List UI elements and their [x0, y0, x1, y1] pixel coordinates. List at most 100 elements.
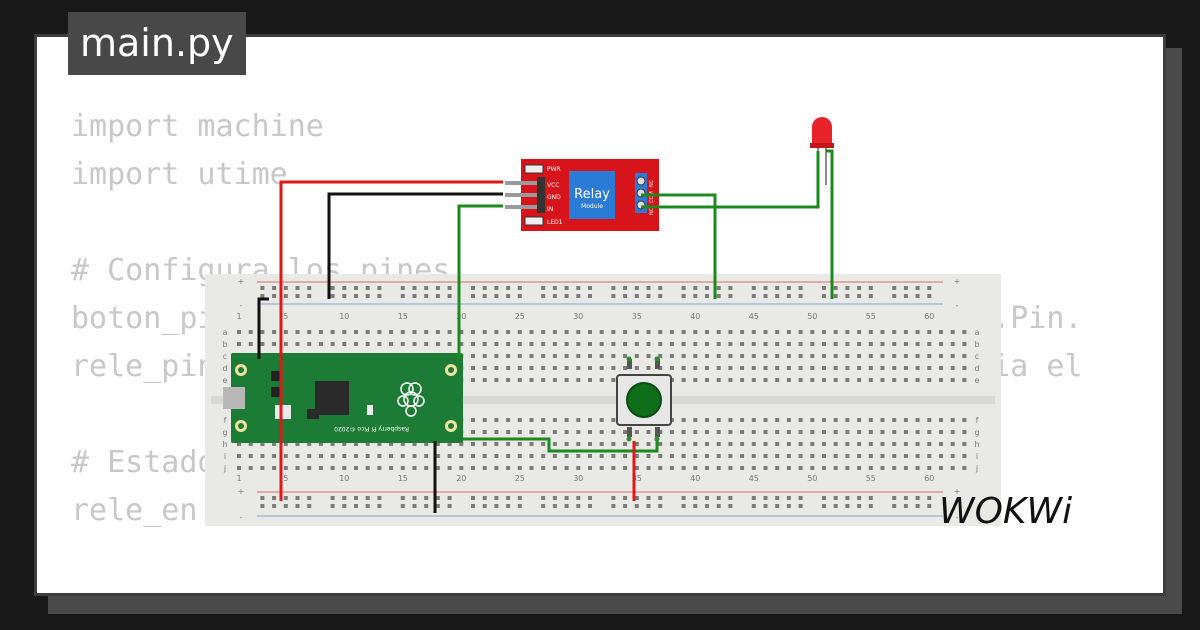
breadboard-hole: [260, 442, 265, 446]
breadboard-hole: [482, 294, 487, 298]
breadboard-hole: [857, 378, 862, 382]
breadboard-hole: [658, 294, 663, 298]
breadboard-hole: [915, 496, 920, 500]
breadboard-hole: [892, 496, 897, 500]
breadboard-hole: [857, 504, 862, 508]
breadboard-hole: [845, 294, 850, 298]
breadboard-hole: [810, 442, 815, 446]
breadboard-hole: [775, 430, 780, 434]
breadboard-hole: [330, 442, 335, 446]
breadboard-hole: [705, 294, 709, 298]
breadboard-hole: [541, 342, 546, 346]
raspberry-pi-pico[interactable]: Raspberry Pi Pico ©2020: [223, 351, 467, 445]
row-letter-right: j: [975, 464, 978, 473]
breadboard-hole: [751, 418, 756, 422]
breadboard-hole: [400, 442, 405, 446]
breadboard-hole: [903, 342, 908, 346]
breadboard-hole: [506, 442, 511, 446]
breadboard-hole: [669, 342, 674, 346]
breadboard-hole: [962, 418, 967, 422]
breadboard-hole: [576, 294, 581, 298]
breadboard-hole: [845, 342, 850, 346]
breadboard-hole: [623, 442, 628, 446]
breadboard-hole: [564, 442, 569, 446]
breadboard-hole: [494, 378, 499, 382]
rail-plus-sign: +: [954, 487, 961, 496]
breadboard-hole: [903, 430, 908, 434]
breadboard-hole: [693, 366, 698, 370]
usb-port: [223, 387, 245, 409]
breadboard-hole: [272, 496, 277, 500]
relay-module[interactable]: PWR VCC GND IN LED1 Relay Module NC COM …: [503, 157, 663, 233]
breadboard-hole: [471, 430, 475, 434]
breadboard-hole: [693, 378, 698, 382]
breadboard-hole: [950, 330, 955, 334]
breadboard-hole: [705, 342, 709, 346]
breadboard-hole: [915, 378, 920, 382]
breadboard-hole: [646, 430, 651, 434]
breadboard-hole: [728, 378, 733, 382]
breadboard-hole: [564, 366, 569, 370]
breadboard-hole: [798, 366, 803, 370]
breadboard-hole: [611, 430, 616, 434]
breadboard-hole: [775, 466, 780, 470]
breadboard-hole: [599, 442, 604, 446]
breadboard-hole: [529, 342, 534, 346]
breadboard-hole: [751, 442, 756, 446]
breadboard-hole: [400, 342, 405, 346]
pushbutton[interactable]: [615, 353, 675, 445]
breadboard-hole: [588, 496, 592, 500]
breadboard-hole: [810, 378, 815, 382]
breadboard-hole: [588, 418, 592, 422]
wire-gnd: [327, 192, 503, 299]
breadboard-hole: [506, 418, 511, 422]
breadboard-hole: [517, 496, 522, 500]
breadboard-hole: [763, 378, 768, 382]
breadboard-hole: [868, 442, 873, 446]
row-letter-right: a: [975, 328, 980, 337]
breadboard-hole: [237, 342, 241, 346]
breadboard-hole: [775, 342, 780, 346]
breadboard-hole: [763, 504, 768, 508]
breadboard-hole: [482, 504, 487, 508]
breadboard-hole: [962, 466, 967, 470]
breadboard-hole: [506, 354, 511, 358]
breadboard-hole: [330, 466, 335, 470]
breadboard-hole: [634, 366, 639, 370]
breadboard-hole: [623, 286, 628, 290]
breadboard-hole: [845, 442, 850, 446]
breadboard-hole: [506, 466, 511, 470]
breadboard-hole: [552, 378, 557, 382]
breadboard-hole: [248, 342, 253, 346]
breadboard-hole: [728, 418, 733, 422]
breadboard-hole: [728, 466, 733, 470]
breadboard-hole: [681, 496, 686, 500]
breadboard-hole: [763, 342, 768, 346]
breadboard-hole: [576, 418, 581, 422]
breadboard-hole: [506, 454, 511, 458]
breadboard-hole: [775, 286, 780, 290]
breadboard-hole: [798, 496, 803, 500]
breadboard-hole: [775, 504, 780, 508]
breadboard-hole: [927, 442, 932, 446]
file-tab[interactable]: main.py: [68, 12, 246, 75]
column-number-bottom: 20: [456, 474, 466, 483]
breadboard-hole: [552, 330, 557, 334]
code-line: import utime: [71, 157, 288, 192]
breadboard-hole: [693, 504, 698, 508]
breadboard-hole: [950, 366, 955, 370]
breadboard-hole: [517, 430, 522, 434]
breadboard-hole: [506, 294, 511, 298]
breadboard-hole: [552, 418, 557, 422]
breadboard-hole: [272, 466, 277, 470]
breadboard-hole: [459, 330, 464, 334]
breadboard-hole: [494, 466, 499, 470]
breadboard-hole: [880, 442, 885, 446]
breadboard-hole: [506, 504, 511, 508]
breadboard-hole: [365, 454, 370, 458]
column-number-bottom: 25: [515, 474, 525, 483]
breadboard-hole: [786, 504, 791, 508]
raspberry-logo-icon: [397, 382, 425, 417]
column-number-bottom: 30: [573, 474, 583, 483]
breadboard-hole: [494, 286, 499, 290]
